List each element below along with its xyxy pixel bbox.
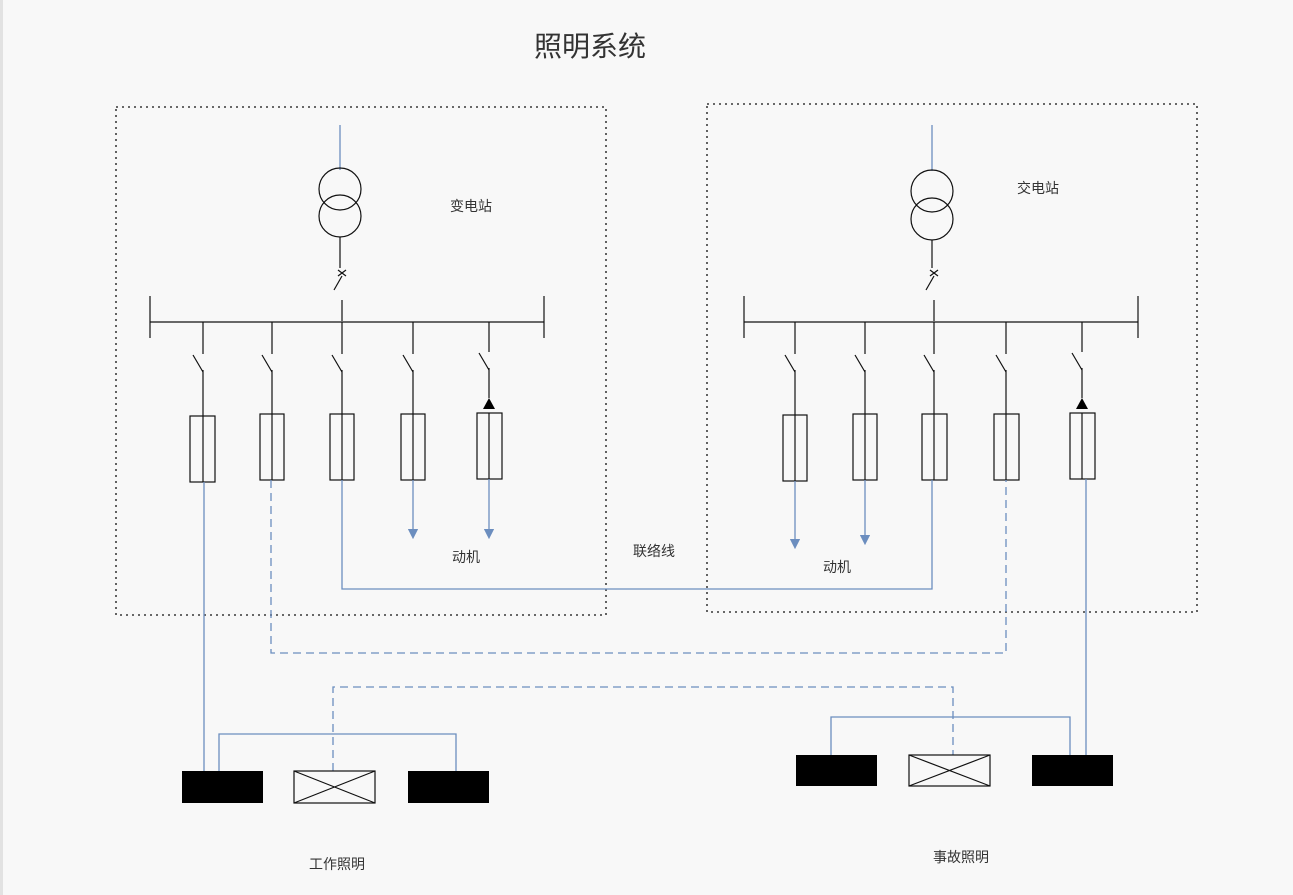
feeder-switches-1	[192, 322, 495, 416]
transformer-2-icon	[910, 169, 954, 241]
diagram-title: 照明系统	[534, 30, 646, 63]
emergency-lighting-branch	[830, 716, 1071, 755]
motor-load-label-2: 动机	[823, 560, 851, 576]
substation-2-label: 交电站	[1017, 180, 1059, 197]
busbar-2	[743, 296, 1139, 338]
busbar-1	[149, 296, 545, 338]
lamp-panel	[796, 755, 877, 786]
lamp-cross-icon	[293, 770, 376, 804]
lamp-panel	[408, 771, 489, 803]
fuses-1	[189, 412, 503, 483]
motor-load-label-1: 动机	[452, 550, 480, 566]
work-lighting-label: 工作照明	[309, 857, 365, 873]
emergency-lighting-group: 事故照明	[796, 754, 1113, 866]
work-lighting-group: 工作照明	[182, 770, 489, 873]
substation-2-boundary	[706, 103, 1198, 613]
transformer-1-icon	[318, 167, 362, 238]
substation-1: 变电站	[115, 106, 607, 616]
lamp-panel	[182, 771, 263, 803]
lamp-panel	[1032, 755, 1113, 786]
tie-line-label: 联络线	[633, 544, 675, 560]
main-breaker-2-icon	[925, 240, 939, 321]
work-lighting-branch	[218, 733, 457, 771]
emergency-lighting-label: 事故照明	[933, 850, 989, 866]
main-breaker-1-icon	[333, 237, 347, 321]
standby-tie-line	[270, 480, 1007, 654]
substation-1-label: 变电站	[450, 199, 492, 215]
substation-1-boundary	[115, 106, 607, 616]
lighting-crosslink	[332, 686, 954, 771]
feeder-switches-2	[784, 322, 1088, 415]
fuses-2	[782, 412, 1096, 482]
substation-2: 交电站	[706, 103, 1198, 613]
lamp-cross-icon	[908, 754, 991, 787]
tie-line	[341, 480, 933, 590]
left-edge-bar	[0, 0, 3, 895]
